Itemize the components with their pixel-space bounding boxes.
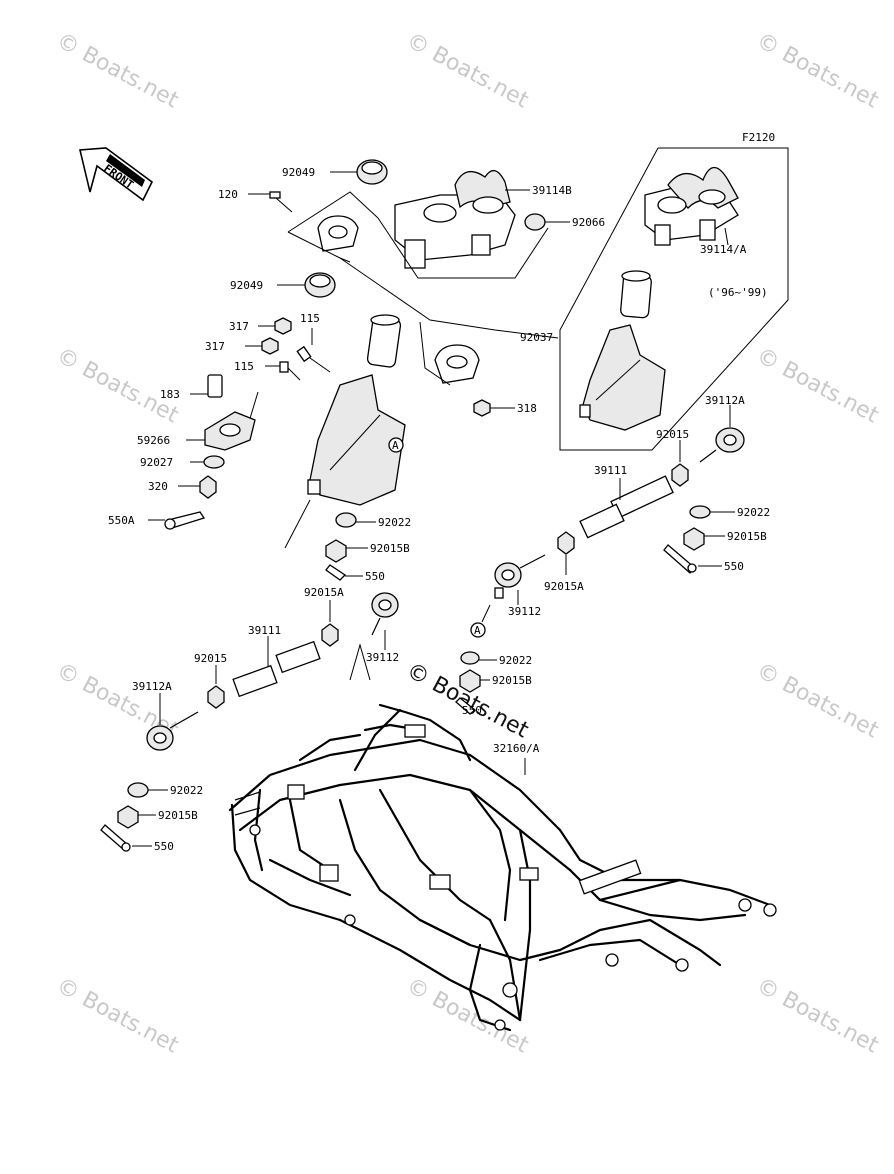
- label-39114A: 39114/A: [700, 243, 747, 256]
- watermark: © Boats.net: [402, 28, 533, 113]
- watermark: © Boats.net: [52, 973, 183, 1058]
- watermark: © Boats.net: [52, 343, 183, 428]
- label-92066: 92066: [572, 216, 605, 229]
- bearing-assembly: 183 59266 92027 320 550A: [108, 374, 256, 530]
- watermark: © Boats.net: [52, 28, 183, 113]
- main-frame-32160A: 32160/A: [228, 703, 777, 1032]
- label-92015B-left: 92015B: [158, 809, 198, 822]
- label-183: 183: [160, 388, 180, 401]
- handlebar-holder-39114B: 39114B: [377, 170, 572, 279]
- center-stack: 92022 92015B 550: [325, 512, 411, 583]
- label-317-a: 317: [229, 320, 249, 333]
- label-32160A: 32160/A: [493, 742, 540, 755]
- callout-a: A: [392, 439, 399, 452]
- label-92015B-center: 92015B: [370, 542, 410, 555]
- label-550-right: 550: [724, 560, 744, 573]
- callout-a-2: A: [474, 624, 481, 637]
- label-39112A-right: 39112A: [705, 394, 745, 407]
- label-39111-right: 39111: [594, 464, 627, 477]
- label-92037: 92037: [520, 331, 553, 344]
- label-550A: 550A: [108, 514, 135, 527]
- label-59266: 59266: [137, 434, 170, 447]
- label-92049-top: 92049: [282, 166, 315, 179]
- label-115-b: 115: [234, 360, 254, 373]
- label-115-a: 115: [300, 312, 320, 325]
- clamp-assembly: 92049 120 92049 92037: [218, 159, 559, 386]
- watermark: © Boats.net: [752, 28, 883, 113]
- label-92027: 92027: [140, 456, 173, 469]
- year-range-label: ('96~'99): [708, 286, 768, 299]
- label-320: 320: [148, 480, 168, 493]
- label-39114B: 39114B: [532, 184, 572, 197]
- label-92015A-right: 92015A: [544, 580, 584, 593]
- label-92015B-middle: 92015B: [492, 674, 532, 687]
- label-92015-left: 92015: [194, 652, 227, 665]
- figure-code: F2120: [742, 131, 775, 144]
- label-92022-center: 92022: [378, 516, 411, 529]
- callout-a-circle: [388, 437, 404, 453]
- label-317-b: 317: [205, 340, 225, 353]
- tie-rod-right: 39112A 92015 39111 92015A 92022 92015B 5…: [544, 394, 770, 593]
- label-120: 120: [218, 188, 238, 201]
- label-92022-middle: 92022: [499, 654, 532, 667]
- label-550-center: 550: [365, 570, 385, 583]
- tie-rod-left: 39112 92015A 39111 92015 39112A 92022 92…: [100, 586, 399, 853]
- fasteners-left: 317 317 115 115: [205, 312, 331, 436]
- label-550-middle: 550: [462, 704, 482, 717]
- steering-shaft: A: [284, 314, 406, 549]
- label-39112A-left: 39112A: [132, 680, 172, 693]
- label-92015B-right: 92015B: [727, 530, 767, 543]
- watermark: © Boats.net: [752, 973, 883, 1058]
- label-39111-left: 39111: [248, 624, 281, 637]
- variant-box: 39114/A ('96~'99): [559, 147, 789, 451]
- watermark: © Boats.net: [752, 343, 883, 428]
- tie-rod-end-center: 39112 A 92022 92015B 550: [455, 554, 546, 717]
- steering-shaft-variant: [579, 270, 666, 431]
- cap-92066: 92066: [524, 213, 605, 231]
- label-39112-right: 39112: [508, 605, 541, 618]
- label-92049-bottom: 92049: [230, 279, 263, 292]
- watermark: © Boats.net: [752, 658, 883, 743]
- label-92015A-left: 92015A: [304, 586, 344, 599]
- label-318: 318: [517, 402, 537, 415]
- front-arrow-icon: FRONT: [79, 147, 154, 202]
- label-92022-right: 92022: [737, 506, 770, 519]
- label-92022-left: 92022: [170, 784, 203, 797]
- label-92015-right: 92015: [656, 428, 689, 441]
- handlebar-holder-39114A: [644, 166, 739, 246]
- nut-318: 318: [473, 399, 537, 417]
- label-39112-left: 39112: [366, 651, 399, 664]
- label-550-left: 550: [154, 840, 174, 853]
